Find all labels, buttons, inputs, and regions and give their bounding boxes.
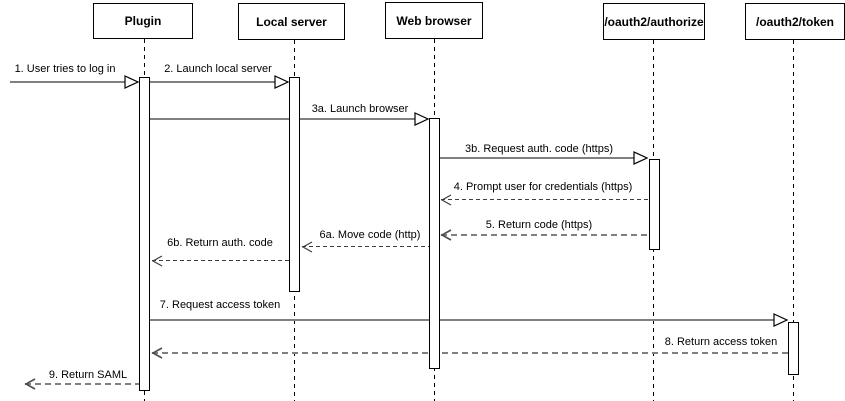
participant-label: /oauth2/authorize: [604, 14, 704, 29]
activation-bar: [429, 118, 440, 369]
open-triangle-arrowhead-icon: [414, 112, 430, 126]
participant-box: /oauth2/authorize: [603, 3, 705, 40]
message-line: [440, 157, 636, 159]
activation-bar: [139, 77, 150, 391]
message-line: [441, 199, 649, 200]
open-line-arrowhead-icon: [151, 255, 163, 267]
participant-label: Local server: [256, 14, 327, 29]
message-line: [150, 319, 776, 321]
message-line: [152, 260, 289, 261]
open-line-arrowhead-icon: [24, 378, 36, 390]
open-triangle-arrowhead-icon: [274, 75, 290, 89]
message-label: 8. Return access token: [664, 336, 778, 348]
message-label: 7. Request access token: [159, 299, 281, 311]
message-line: [152, 352, 788, 354]
message-line: [441, 234, 649, 236]
open-triangle-arrowhead-icon: [633, 151, 649, 165]
open-line-arrowhead-icon: [151, 347, 163, 359]
participant-box: Web browser: [385, 2, 483, 39]
participant-label: /oauth2/token: [755, 14, 834, 29]
message-label: 9. Return SAML: [48, 369, 128, 381]
open-triangle-arrowhead-icon: [124, 75, 140, 89]
activation-bar: [289, 77, 300, 292]
participant-box: Plugin: [93, 3, 193, 39]
message-label: 6b. Return auth. code: [167, 237, 273, 249]
lifeline: [792, 40, 794, 401]
activation-bar: [788, 322, 799, 375]
open-triangle-arrowhead-icon: [773, 313, 789, 327]
participant-label: Plugin: [124, 14, 162, 28]
message-line: [25, 383, 139, 385]
open-line-arrowhead-icon: [301, 241, 313, 253]
message-line: [10, 81, 127, 83]
message-label: 3b. Request auth. code (https): [465, 143, 613, 155]
activation-bar: [649, 159, 660, 250]
participant-label: Web browser: [396, 13, 472, 28]
message-label: 5. Return code (https): [485, 219, 593, 231]
message-line: [150, 118, 417, 120]
message-line: [302, 246, 429, 247]
message-label: 2. Launch local server: [164, 63, 272, 75]
message-line: [150, 81, 277, 83]
message-label: 1. User tries to log in: [14, 63, 116, 75]
message-label: 6a. Move code (http): [319, 229, 421, 241]
message-label: 3a. Launch browser: [311, 103, 409, 115]
participant-box: Local server: [238, 3, 345, 40]
message-label: 4. Prompt user for credentials (https): [453, 181, 633, 193]
open-line-arrowhead-icon: [440, 229, 452, 241]
open-line-arrowhead-icon: [440, 194, 452, 206]
participant-box: /oauth2/token: [745, 3, 845, 40]
